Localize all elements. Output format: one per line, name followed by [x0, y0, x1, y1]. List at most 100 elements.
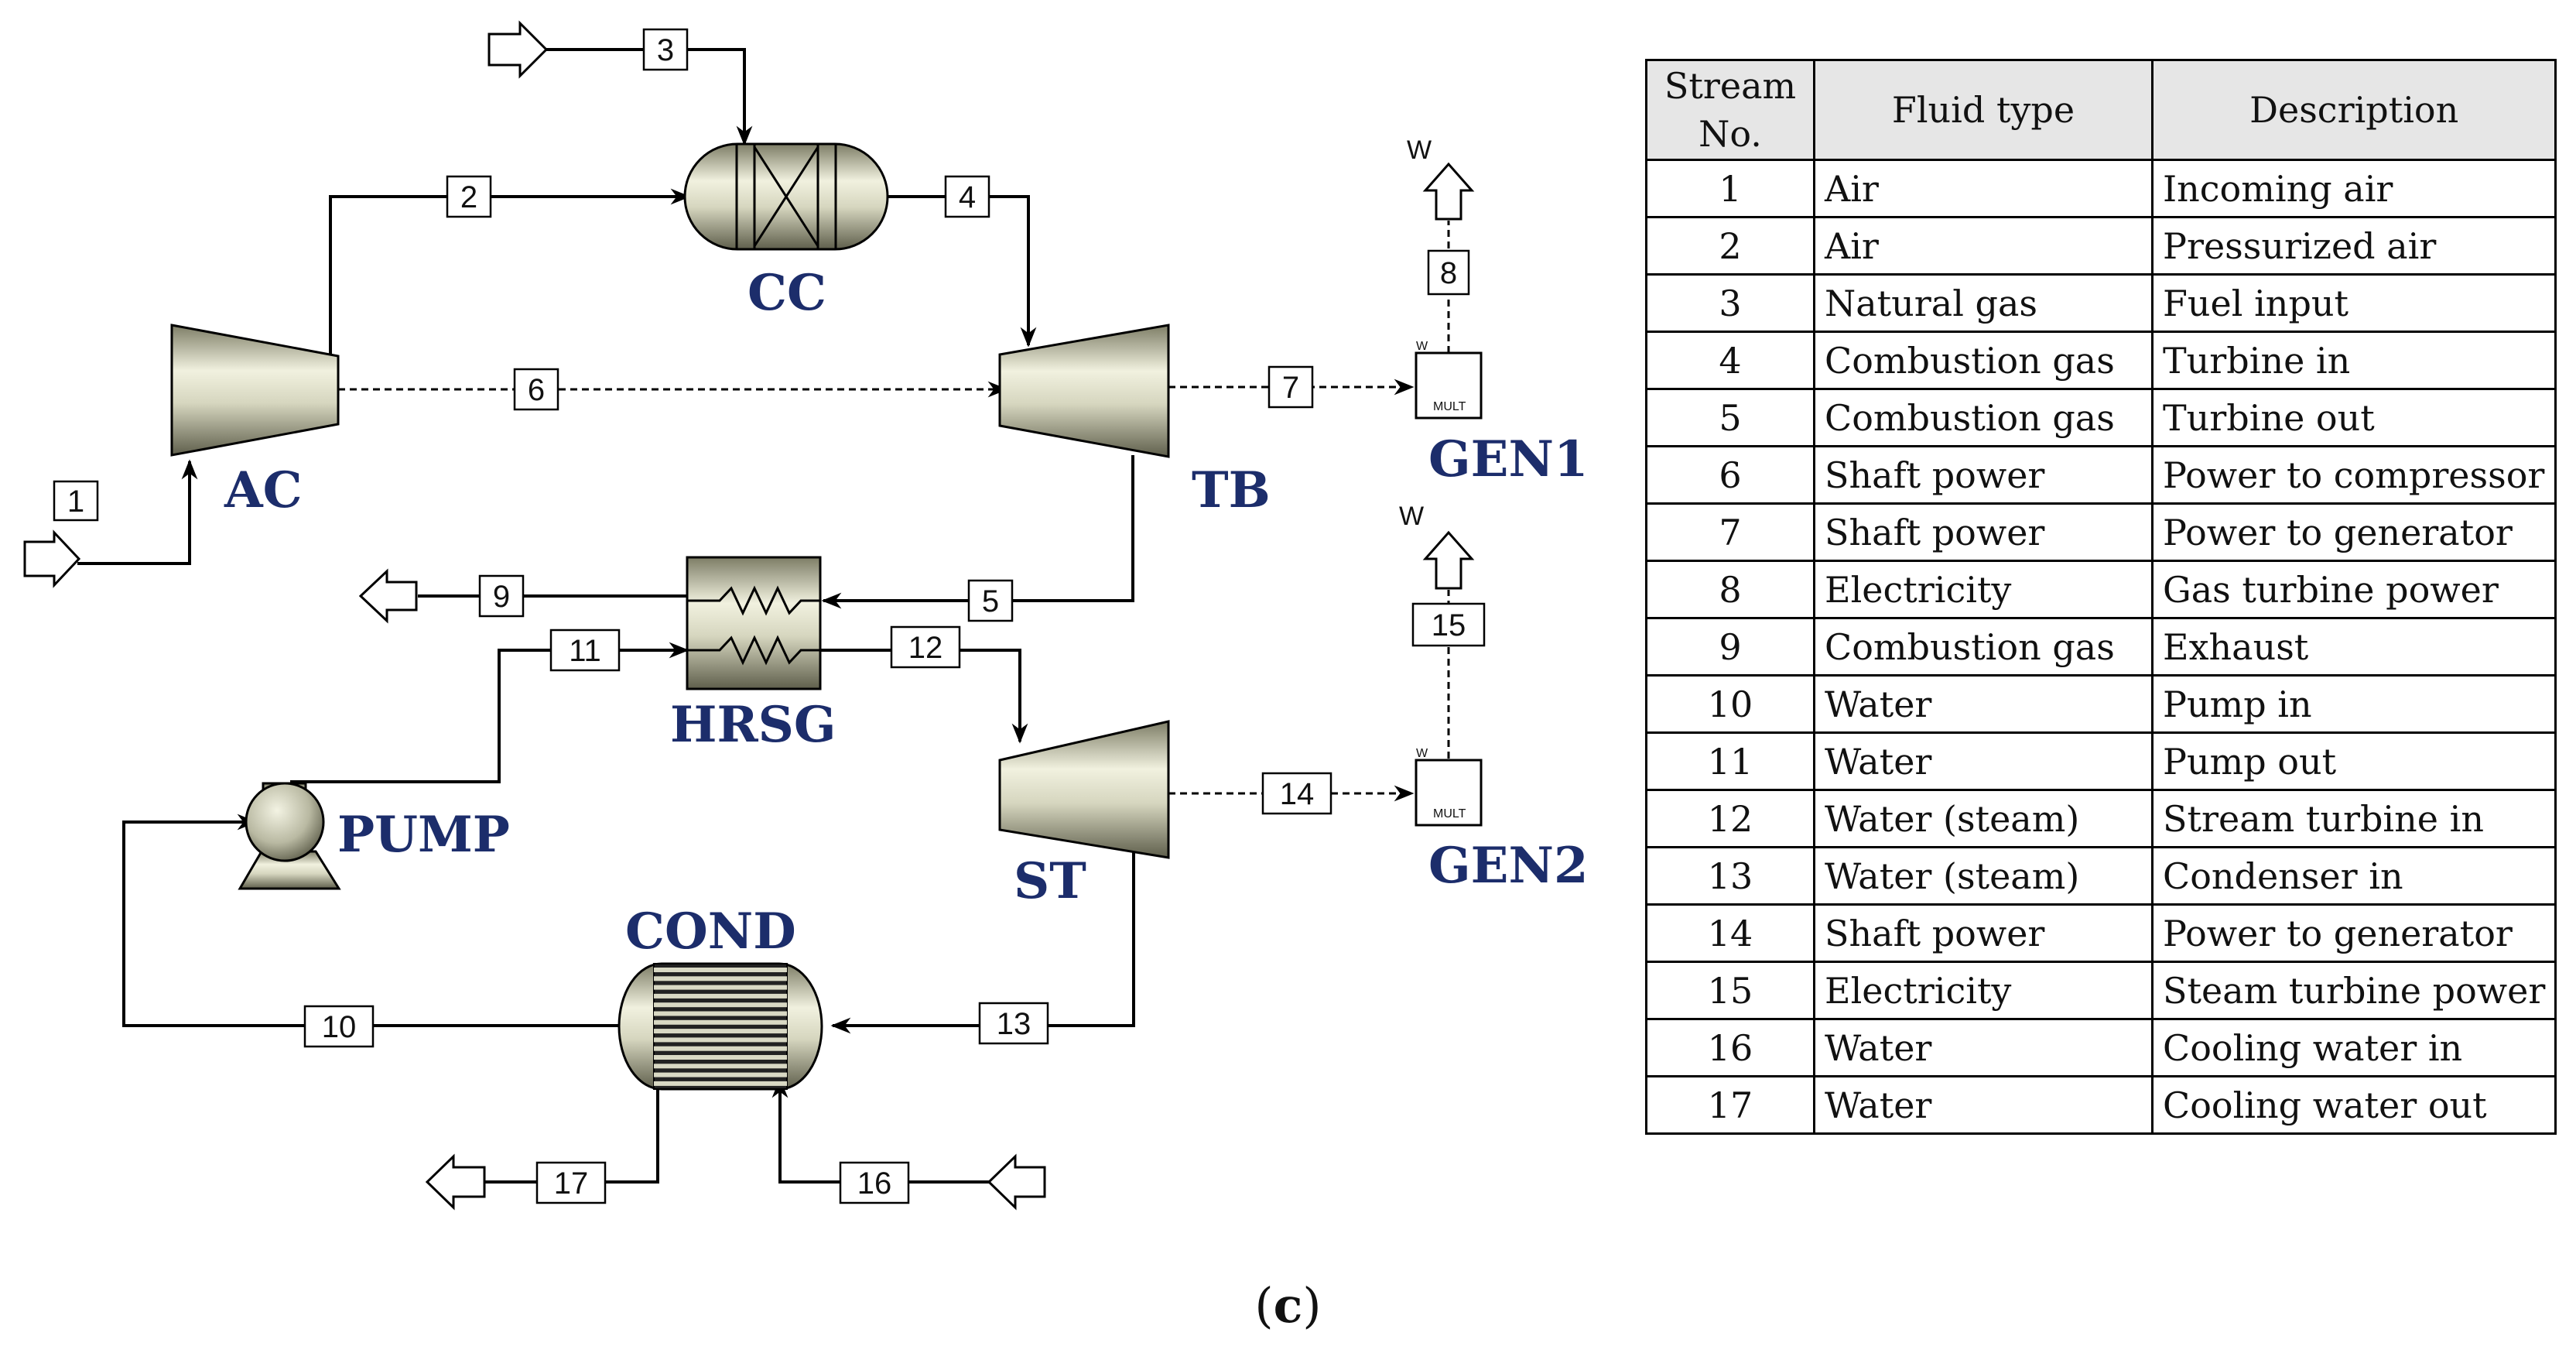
cell-description: Condenser in [2150, 846, 2557, 906]
cell-fluid-type: Combustion gas [1813, 331, 2154, 390]
stream-number: 16 [857, 1166, 892, 1201]
column-header-stream-no: Stream No. [1645, 59, 1815, 161]
cell-description: Power to generator [2150, 502, 2557, 562]
condenser-tube [654, 985, 787, 990]
cell-fluid-type: Electricity [1813, 560, 2154, 619]
stream-label-10: 10 [303, 1005, 375, 1048]
condenser-tube [654, 1037, 787, 1043]
condenser-tube [654, 1055, 787, 1060]
condenser-tube [654, 1046, 787, 1051]
process-flow-diagram: W W MULT W MULT W [23, 20, 1588, 1211]
cell-fluid-type: Water [1813, 731, 2154, 791]
cell-stream-no: 5 [1645, 388, 1815, 447]
condenser-tube [654, 968, 787, 972]
cell-fluid-type: Water (steam) [1813, 789, 2154, 848]
cell-description: Power to compressor [2150, 445, 2557, 505]
stream-label-4: 4 [944, 175, 990, 218]
stream-3-line [545, 48, 753, 146]
cell-stream-no: 4 [1645, 331, 1815, 390]
stream-16-line [771, 1077, 990, 1184]
unit-label-tb: TB [1192, 461, 1271, 519]
condenser-tube [654, 993, 787, 999]
feed-arrow-1 [23, 529, 81, 588]
unit-label-st: ST [1014, 852, 1086, 910]
gen2-w-port: W [1416, 747, 1428, 760]
stream-number: 17 [554, 1166, 589, 1201]
gen1-mult-label: MULT [1433, 400, 1466, 413]
stream-12-line [820, 649, 1028, 744]
cell-fluid-type: Shaft power [1813, 502, 2154, 562]
cell-fluid-type: Shaft power [1813, 903, 2154, 963]
stream-number: 1 [67, 485, 84, 519]
stream-11-line [290, 642, 689, 783]
cell-fluid-type: Water (steam) [1813, 846, 2154, 906]
stream-label-5: 5 [967, 579, 1014, 622]
stream-number: 4 [959, 180, 976, 214]
caption-close: ) [1302, 1277, 1322, 1334]
column-header-description: Description [2150, 59, 2557, 161]
stream-label-6: 6 [513, 368, 559, 411]
cell-description: Exhaust [2150, 617, 2557, 677]
cell-stream-no: 10 [1645, 674, 1815, 734]
compressor-ac [170, 324, 340, 457]
unit-label-gen2: GEN2 [1428, 837, 1588, 895]
unit-label-cc: CC [747, 264, 826, 322]
table-header-row: Stream No. Fluid type Description [1645, 59, 2557, 161]
stream-number: 10 [322, 1010, 357, 1044]
condenser-tube [654, 1011, 787, 1016]
caption-open: ( [1254, 1277, 1274, 1334]
cell-fluid-type: Natural gas [1813, 273, 2154, 333]
cell-stream-no: 11 [1645, 731, 1815, 791]
cell-fluid-type: Combustion gas [1813, 617, 2154, 677]
generator-gen2-block: MULT W [1415, 747, 1483, 827]
condenser-tube [654, 1019, 787, 1025]
outlet-arrow-17 [425, 1153, 486, 1211]
cell-fluid-type: Water [1813, 1018, 2154, 1077]
stream-label-1: 1 [53, 480, 99, 522]
cell-description: Fuel input [2150, 273, 2557, 333]
cell-description: Turbine in [2150, 331, 2557, 390]
cell-description: Incoming air [2150, 159, 2557, 218]
stream-5-line [821, 455, 1134, 609]
stream-label-9: 9 [478, 574, 525, 618]
figure-caption: (c) [0, 1277, 2576, 1334]
combustion-chamber-cc [683, 142, 889, 251]
stream-number: 9 [493, 580, 510, 614]
stream-label-8: 8 [1427, 249, 1470, 296]
stream-number: 8 [1440, 256, 1457, 290]
cell-stream-no: 7 [1645, 502, 1815, 562]
cell-stream-no: 9 [1645, 617, 1815, 677]
stream-4-line [884, 195, 1037, 348]
cell-fluid-type: Combustion gas [1813, 388, 2154, 447]
cell-description: Pump out [2150, 731, 2557, 791]
cell-fluid-type: Electricity [1813, 961, 2154, 1020]
cell-description: Cooling water out [2150, 1075, 2557, 1135]
cell-stream-no: 6 [1645, 445, 1815, 505]
unit-label-hrsg: HRSG [670, 696, 836, 754]
stream-label-15: 15 [1411, 602, 1486, 647]
cell-description: Stream turbine in [2150, 789, 2557, 848]
work-label-15: W [1399, 502, 1424, 531]
stream-number: 14 [1280, 777, 1315, 811]
stream-number: 6 [528, 373, 545, 407]
cell-fluid-type: Air [1813, 159, 2154, 218]
exhaust-arrow-9 [358, 568, 418, 624]
feed-arrow-16 [987, 1153, 1046, 1211]
cell-stream-no: 17 [1645, 1075, 1815, 1135]
stream-number: 15 [1432, 608, 1466, 642]
cell-description: Cooling water in [2150, 1018, 2557, 1077]
condenser-tube [654, 1064, 787, 1069]
pump [238, 782, 341, 890]
work-arrow-8 [1422, 162, 1475, 221]
caption-letter: c [1273, 1277, 1303, 1334]
cell-description: Gas turbine power [2150, 560, 2557, 619]
generator-gen1-block: MULT W [1415, 340, 1483, 420]
